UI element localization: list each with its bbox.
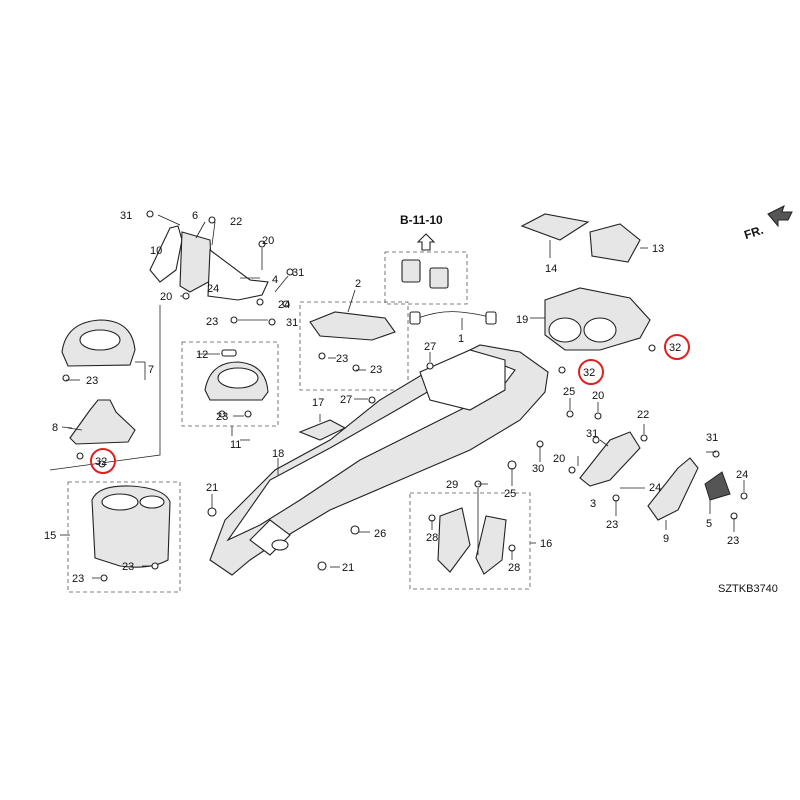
ref-arrow [416,233,436,251]
callout-20: 20 [160,291,172,303]
callout-9: 9 [663,533,669,545]
group-box-11 [181,341,279,427]
storage-lid-17 [298,419,347,441]
callout-2: 2 [355,278,361,290]
callout-14: 14 [545,263,557,275]
callout-5: 5 [706,518,712,530]
highlight-circle-32-center [578,359,604,385]
shift-trim-11 [204,349,269,401]
plate-13 [589,223,648,263]
callout-26: 26 [374,528,386,540]
callout-32: 32 [669,342,681,354]
callout-23: 23 [216,411,228,423]
callout-23: 23 [72,573,84,585]
front-direction-indicator: FR. [742,205,793,242]
callout-24: 24 [649,482,661,494]
bracket-16 [437,488,507,575]
callout-29: 29 [446,479,458,491]
callout-23: 23 [727,535,739,547]
callout-21: 21 [206,482,218,494]
group-box-ref [384,251,468,305]
figure-code: SZTKB3740 [718,583,778,595]
callout-16: 16 [540,538,552,550]
callout-4: 4 [272,274,278,286]
callout-23: 23 [336,353,348,365]
callout-23: 23 [606,519,618,531]
callout-22: 22 [637,409,649,421]
leader-lines [60,352,745,579]
callout-3: 3 [590,498,596,510]
usb-switch-group [401,259,497,330]
callout-20: 20 [262,235,274,247]
callout-31: 31 [120,210,132,222]
callout-10: 10 [150,245,162,257]
left-group-boundary [49,305,161,471]
callout-22: 22 [230,216,242,228]
callout-18: 18 [272,448,284,460]
group-box-16 [409,492,531,590]
bracket-3 [579,431,641,487]
center-console-body [209,344,549,576]
trim-5 [704,471,731,501]
callout-23: 23 [206,316,218,328]
callout-31: 31 [286,317,298,329]
callout-11: 11 [230,439,241,451]
callout-25: 25 [563,386,575,398]
callout-17: 17 [312,397,324,409]
callout-21: 21 [342,562,354,574]
callout-28: 28 [426,532,438,544]
callout-32: 32 [95,456,107,468]
shift-boot [67,399,136,445]
callout-19: 19 [516,314,528,326]
callout-23: 23 [370,364,382,376]
callout-23: 23 [86,375,98,387]
front-direction-label: FR. [742,223,765,242]
callout-13: 13 [652,243,664,255]
callout-15: 15 [44,530,56,542]
callout-31: 31 [706,432,718,444]
callout-12: 12 [196,349,208,361]
callout-24: 24 [736,469,748,481]
callout-8: 8 [52,422,58,434]
cup-holder-lower [91,485,171,568]
callout-27: 27 [340,394,352,406]
cup-holder-19 [530,287,651,351]
callout-20: 20 [553,453,565,465]
callout-28: 28 [508,562,520,574]
callout-30: 30 [532,463,544,475]
fasteners [62,210,748,582]
callout-7: 7 [148,364,154,376]
shift-panel [61,319,146,380]
group-box-15 [67,481,181,593]
callout-31: 31 [292,267,304,279]
callout-1: 1 [458,333,464,345]
highlight-circle-32-left [90,448,116,474]
callout-6: 6 [192,210,198,222]
callout-25: 25 [504,488,516,500]
callout-23: 23 [122,561,134,573]
bracket-9 [647,457,699,521]
callouts: 31 6 22 10 20 4 31 20 24 24 23 31 2 14 1… [44,210,748,585]
callout-27: 27 [424,341,436,353]
mat-14 [520,213,590,258]
callout-31: 31 [586,428,598,440]
callout-32: 32 [583,367,595,379]
callout-24: 24 [207,283,219,295]
callout-24: 24 [278,299,290,311]
highlight-circle-32-right [664,334,690,360]
bracket-assembly-upper-left [149,214,289,321]
console-cover-2 [309,289,396,341]
section-reference-code: B-11-10 [400,213,443,227]
callout-20: 20 [592,390,604,402]
